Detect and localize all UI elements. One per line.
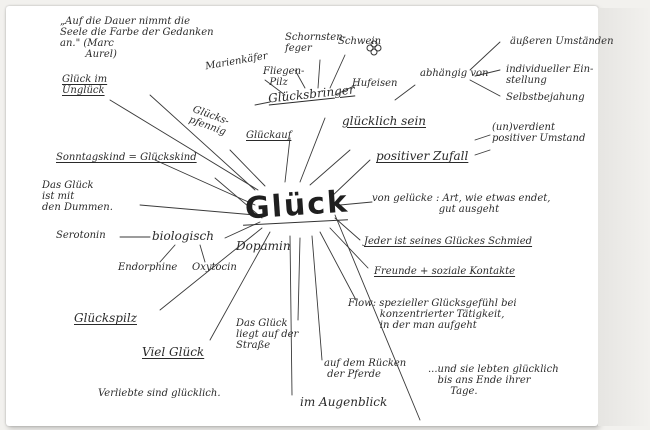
connector-line bbox=[139, 204, 256, 216]
connector-line bbox=[254, 101, 271, 106]
connector-line bbox=[339, 201, 373, 206]
connector-line bbox=[214, 177, 263, 219]
connector-line bbox=[329, 159, 371, 199]
connector-line bbox=[199, 244, 206, 263]
schwein: Schwein bbox=[338, 36, 382, 47]
connector-line bbox=[289, 235, 293, 396]
connector-line bbox=[297, 237, 301, 321]
glueckspilz: Glückspilz bbox=[74, 311, 137, 325]
sonntagskind: Sonntagskind = Glückskind bbox=[56, 152, 197, 163]
connector-line bbox=[474, 149, 491, 156]
connector-line bbox=[334, 217, 361, 241]
fliegenpilz: Fliegen- Pilz bbox=[263, 66, 305, 88]
glueck-liegt-auf-strasse: Das Glück liegt auf der Straße bbox=[236, 318, 299, 351]
freunde-soziale-kontakte: Freunde + soziale Kontakte bbox=[374, 266, 516, 277]
connector-line bbox=[209, 231, 271, 341]
viel-glueck: Viel Glück bbox=[142, 345, 205, 359]
clover-doodle-icon bbox=[366, 40, 382, 56]
hufeisen: Hufeisen bbox=[352, 78, 398, 89]
paper-stack-edge bbox=[598, 8, 650, 426]
connector-line bbox=[469, 41, 501, 71]
positiver-zufall: positiver Zufall bbox=[376, 149, 469, 163]
glueck-im-unglueck: Glück im Unglück bbox=[62, 74, 108, 96]
connector-line bbox=[317, 59, 321, 89]
seines-glueckes-schmied: Jeder ist seines Glückes Schmied bbox=[364, 236, 533, 247]
connector-line bbox=[329, 54, 346, 89]
connector-line bbox=[394, 84, 416, 101]
selbstbejahung: Selbstbejahung bbox=[506, 92, 585, 103]
connector-line bbox=[294, 69, 306, 89]
connector-line bbox=[319, 231, 357, 301]
connector-line bbox=[149, 94, 256, 191]
im-augenblick: im Augenblick bbox=[300, 395, 388, 409]
schornsteinfeger: Schornsten- feger bbox=[285, 32, 347, 54]
connector-line bbox=[284, 137, 291, 183]
abhaengig-von: abhängig von bbox=[420, 68, 489, 79]
connector-line bbox=[469, 79, 501, 97]
connector-line bbox=[159, 244, 176, 263]
connector-line bbox=[309, 149, 351, 186]
glueck-mit-dummen: Das Glück ist mit den Dummen. bbox=[42, 180, 113, 213]
connector-line bbox=[334, 84, 357, 96]
dopamin: Dopamin bbox=[236, 239, 291, 253]
unverdient-umstand: (un)verdient positiver Umstand bbox=[492, 122, 586, 144]
connector-line bbox=[474, 69, 501, 77]
glueckauf: Glückauf bbox=[246, 130, 292, 141]
biologisch: biologisch bbox=[152, 229, 214, 243]
quote-marc-aurel: „Auf die Dauer nimmt die Seele die Farbe… bbox=[60, 16, 214, 60]
oxytocin: Oxytocin bbox=[192, 262, 237, 273]
individuelle-einstellung: individueller Ein- stellung bbox=[506, 64, 594, 86]
connector-line bbox=[474, 134, 491, 141]
aeussere-umstaende: äußeren Umständen bbox=[510, 36, 614, 47]
gluecklich-sein: glücklich sein bbox=[342, 114, 427, 128]
connector-line bbox=[109, 99, 259, 191]
connector-line bbox=[159, 227, 263, 311]
auf-dem-ruecken-der-pferde: auf dem Rücken der Pferde bbox=[324, 358, 407, 380]
connector-line bbox=[311, 235, 323, 361]
paper-sheet bbox=[6, 6, 598, 426]
endorphine: Endorphine bbox=[118, 262, 178, 273]
connector-line bbox=[299, 117, 326, 183]
etymologie-gelucke: von gelücke : Art, wie etwas endet, gut … bbox=[372, 193, 551, 215]
connector-line bbox=[334, 214, 421, 421]
verliebte-gluecklich: Verliebte sind glücklich. bbox=[98, 388, 221, 399]
flow-definition: Flow: spezieller Glücksgefühl bei konzen… bbox=[348, 298, 517, 331]
bis-ans-ende: ...und sie lebten glücklich bis ans Ende… bbox=[428, 364, 559, 397]
connector-line bbox=[264, 79, 286, 96]
connector-line bbox=[229, 149, 266, 187]
connector-line bbox=[224, 221, 261, 239]
connector-line bbox=[154, 159, 256, 206]
serotonin: Serotonin bbox=[56, 230, 106, 241]
